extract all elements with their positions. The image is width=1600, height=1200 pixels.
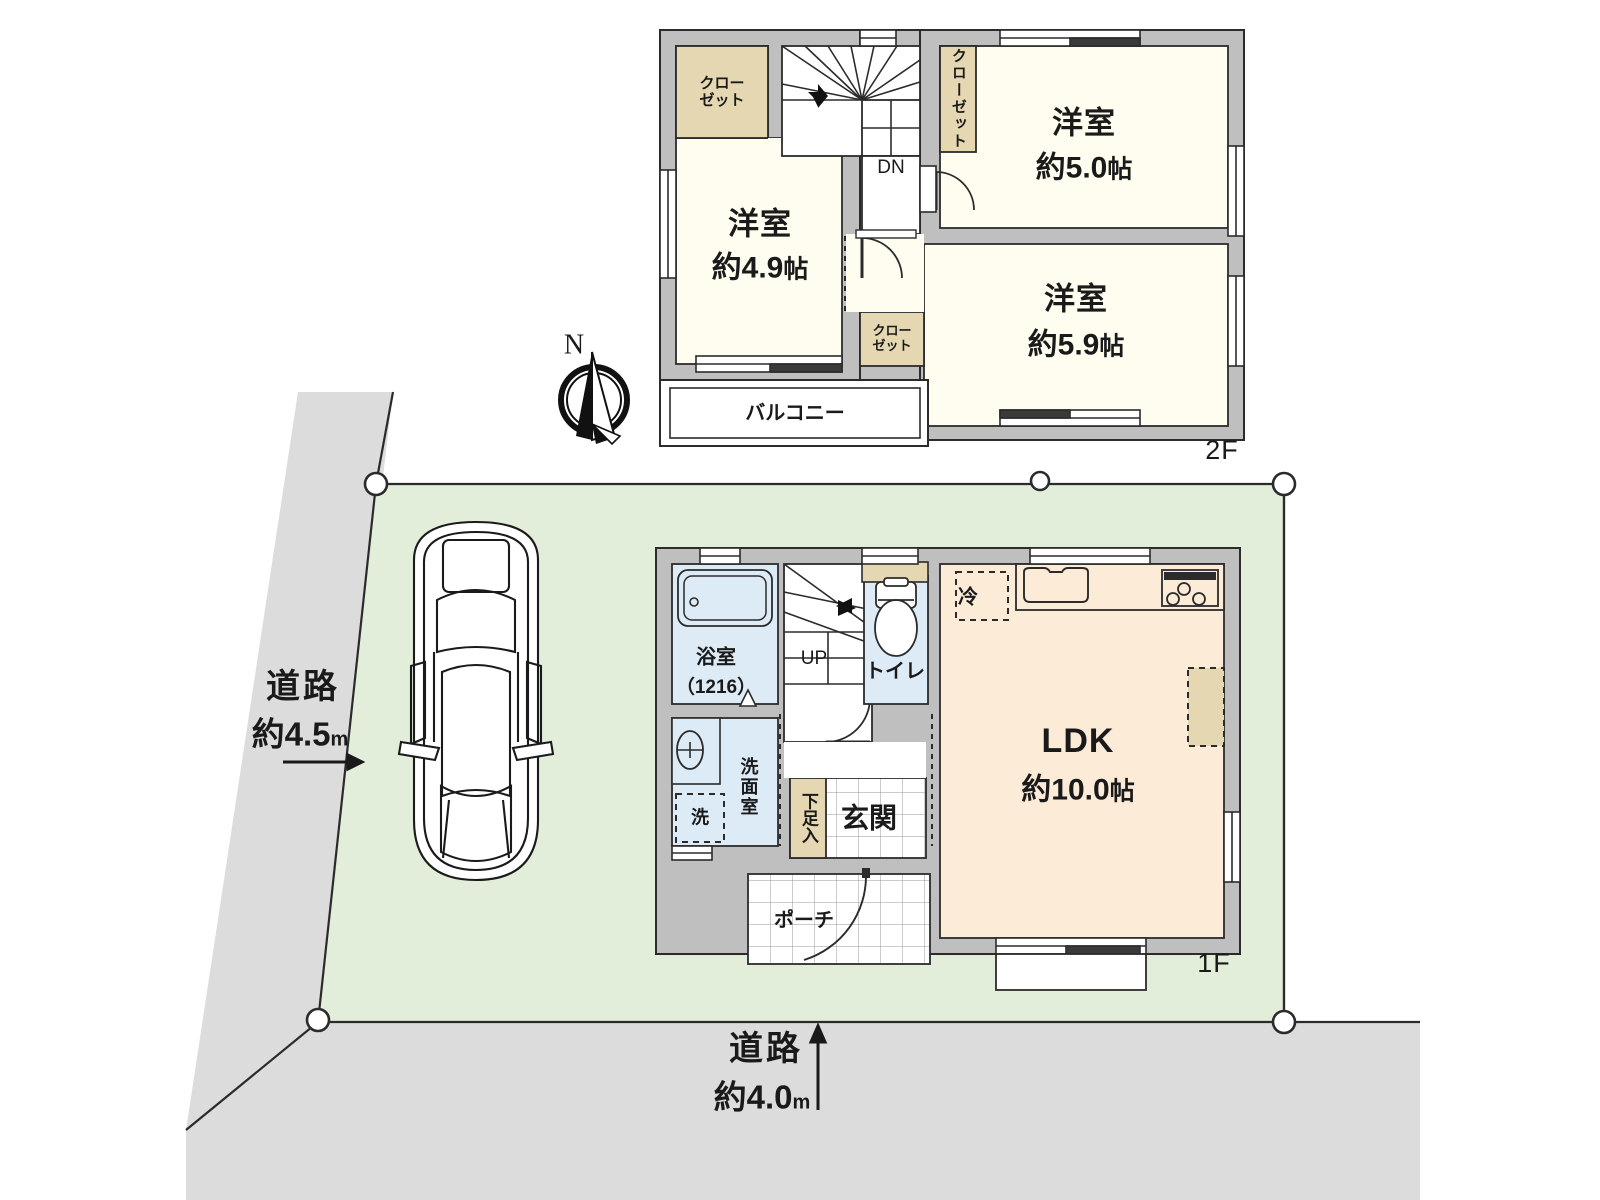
- closet-center-label: クローゼット: [872, 323, 912, 353]
- parked-car-illustration: [397, 520, 555, 882]
- refrigerator-space: [955, 571, 1009, 621]
- vanity-sink: [671, 717, 721, 785]
- room-4-9-fill: [675, 137, 843, 365]
- refrigerator-label: 冷: [958, 586, 978, 609]
- washer-space: [675, 793, 725, 843]
- washer-label: 洗: [691, 807, 709, 828]
- floor-label-2f: 2F: [1205, 434, 1239, 465]
- compass-north-label: N: [563, 329, 585, 361]
- room-area-youshitsu-west: 約4.9帖: [711, 251, 809, 285]
- room-5-0-fill: [939, 45, 1229, 229]
- room-area-youshitsu-ne: 約5.0帖: [1035, 151, 1133, 185]
- west-road-dimension-arrow: [283, 752, 366, 772]
- boundary-marker: [1029, 470, 1051, 492]
- genkan-label: 玄関: [840, 802, 898, 834]
- room-label-ldk: LDK: [1041, 722, 1115, 761]
- storage-closet-ldk: [1187, 667, 1225, 747]
- balcony-label: バルコニー: [745, 402, 845, 425]
- floor-label-1f: 1F: [1197, 947, 1231, 978]
- closet-nw-label: クローゼット: [699, 74, 745, 109]
- floor-plan-2f: [659, 29, 1245, 447]
- toilet-fixture: [874, 577, 918, 657]
- boundary-marker: [363, 471, 389, 497]
- west-road-label: 道路: [266, 668, 340, 707]
- windows-1f: [671, 547, 1241, 955]
- shoe-cabinet-fill: [789, 777, 827, 859]
- shoe-cabinet-label: 下足入: [798, 792, 818, 844]
- room-label-youshitsu-ne: 洋室: [1052, 105, 1116, 141]
- room-label-youshitsu-se: 洋室: [1044, 281, 1108, 317]
- south-road-surface: [186, 1022, 1420, 1130]
- south-road-dimension-arrow: [808, 1022, 828, 1110]
- boundary-marker: [1271, 1009, 1297, 1035]
- south-road-width: 約4.0m: [713, 1078, 811, 1116]
- south-road-label: 道路: [729, 1030, 803, 1069]
- closet-ne-label: クローゼット: [949, 48, 967, 150]
- boundary-marker: [1271, 471, 1297, 497]
- bath-label: 浴室: [696, 646, 736, 669]
- bath-size-label: （1216）: [675, 677, 757, 699]
- closet-center-fill: [859, 311, 925, 367]
- porch-label: ポーチ: [774, 909, 834, 932]
- room-area-youshitsu-se: 約5.9帖: [1027, 328, 1125, 362]
- washroom-label: 洗面室: [738, 757, 759, 817]
- porch-fill: [747, 873, 931, 965]
- dn-landing: [861, 155, 921, 235]
- room-area-ldk: 約10.0帖: [1021, 773, 1135, 807]
- west-road-width: 約4.5m: [251, 715, 349, 753]
- room-label-youshitsu-west: 洋室: [728, 206, 792, 242]
- toilet-label: トイレ: [865, 660, 925, 683]
- compass-rose: [558, 351, 630, 446]
- kitchen-sink: [1023, 567, 1089, 603]
- stairs-down-label: DN: [877, 157, 905, 179]
- windows-2f: [659, 29, 1245, 427]
- boundary-marker: [305, 1007, 331, 1033]
- stairs-up-label: UP: [800, 648, 828, 670]
- ldk-fill: [939, 563, 1225, 939]
- floor-plan-1f: [655, 547, 1241, 991]
- cooktop: [1161, 569, 1219, 607]
